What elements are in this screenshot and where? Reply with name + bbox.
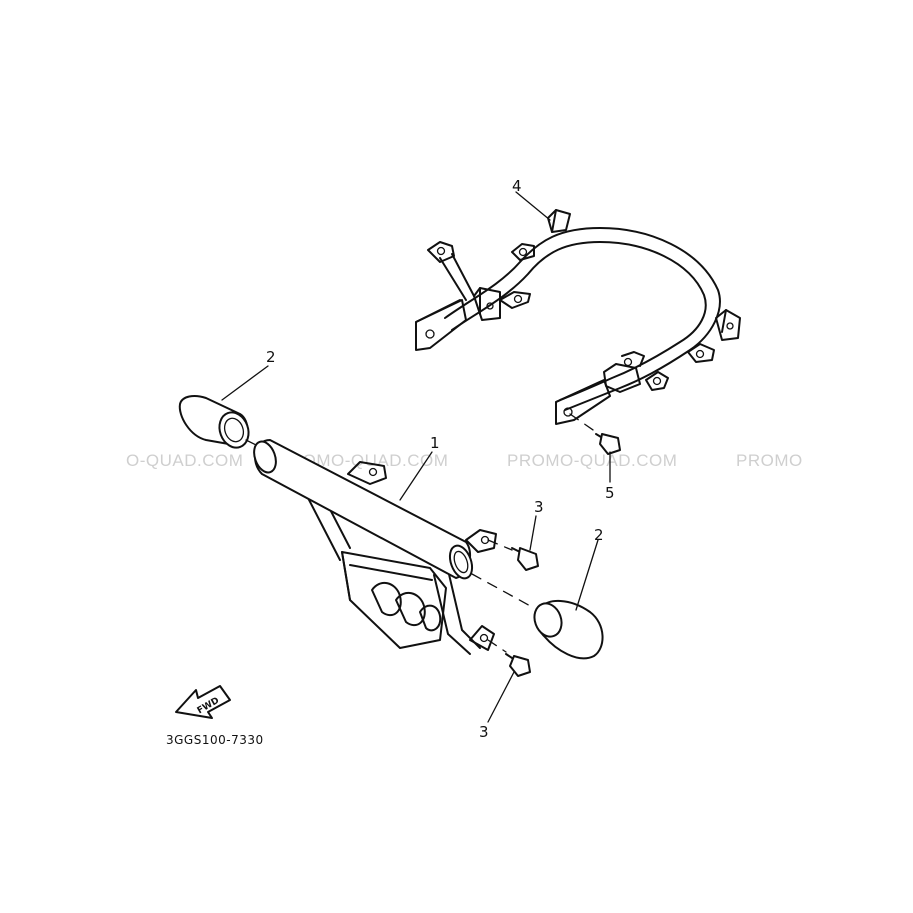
assembly-lines: [245, 413, 597, 653]
part-1-bumper: [253, 439, 497, 655]
watermark-segment: PROMO-QUAD.COM: [507, 451, 677, 470]
leader-lines: [221, 191, 611, 723]
diagram-code: 3GGS100-7330: [166, 733, 264, 747]
part-5-bolt: [595, 433, 621, 455]
part-2-end-cap-right: [533, 600, 604, 660]
part-label-4: 4: [512, 177, 522, 195]
part-3-bolt-lower: [505, 653, 531, 677]
watermark-segment: O-QUAD.COM: [126, 451, 243, 470]
part-2-end-cap-left: [178, 395, 250, 449]
part-3-bolt-upper: [511, 547, 539, 571]
part-label-1: 1: [430, 434, 440, 452]
part-4-rack-frame: [415, 209, 741, 425]
part-label-3: 3: [479, 723, 489, 741]
part-labels: 1 2 2 3 3 4 5: [266, 177, 615, 741]
part-label-2: 2: [266, 348, 276, 366]
part-label-2: 2: [594, 526, 604, 544]
watermark-segment: PROMO: [736, 451, 803, 470]
part-label-5: 5: [605, 484, 615, 502]
watermark: O-QUAD.COM PROMO-QUAD.COM PROMO-QUAD.COM…: [126, 451, 803, 470]
part-label-3: 3: [534, 498, 544, 516]
fwd-arrow-icon: FWD: [175, 685, 231, 719]
